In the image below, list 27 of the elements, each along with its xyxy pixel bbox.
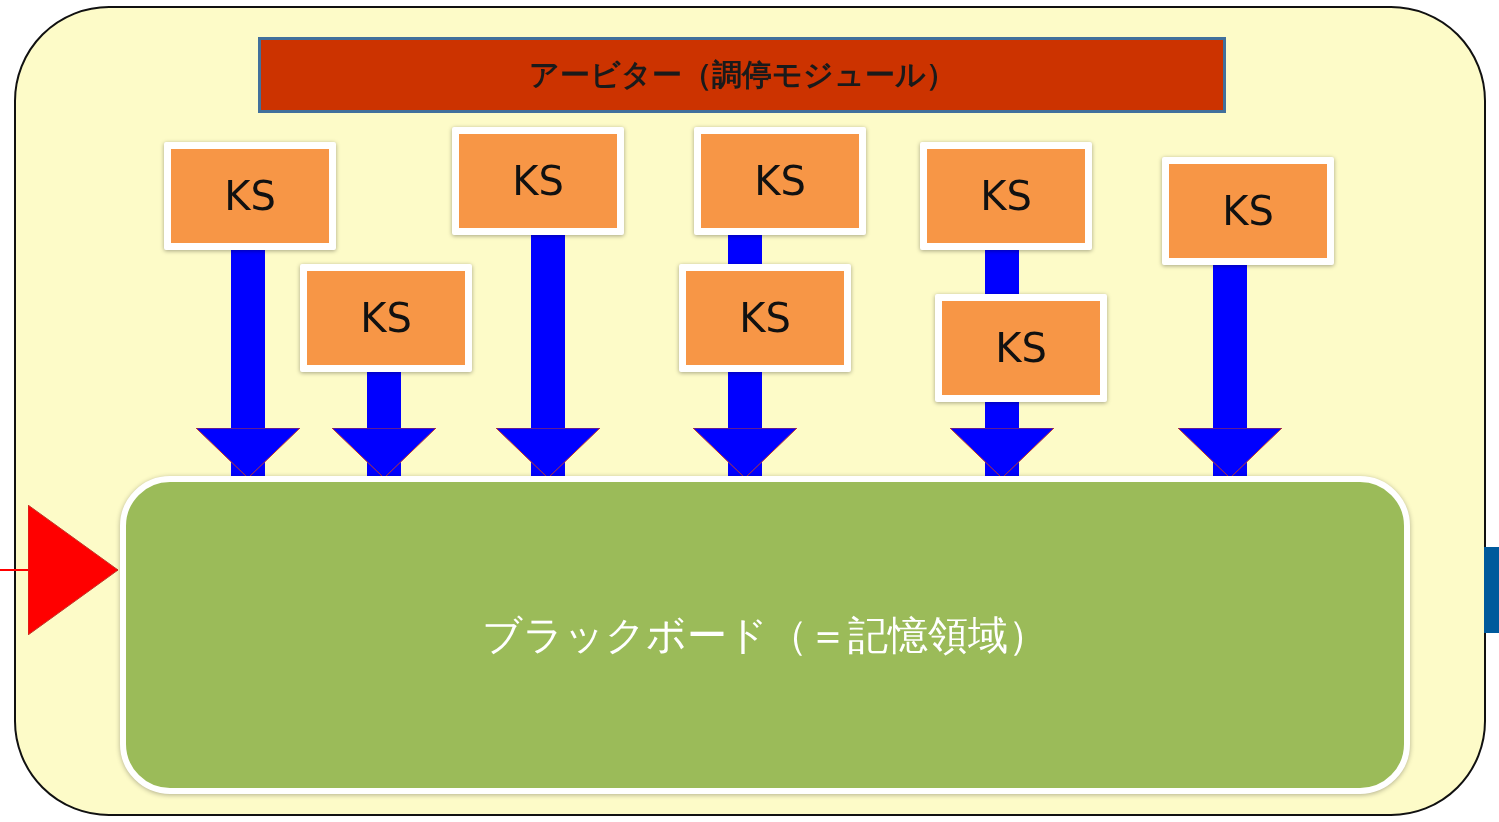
- blackboard-panel: [120, 476, 1410, 794]
- ks-box: [694, 127, 866, 235]
- block-arrow: [495, 233, 601, 479]
- ks-box: [935, 294, 1107, 402]
- ks-box: [452, 127, 624, 235]
- ks-label: KS: [739, 295, 791, 341]
- ks-label: KS: [980, 173, 1032, 219]
- ks-box: [300, 264, 472, 372]
- block-arrow: [195, 248, 301, 479]
- ks-label: KS: [1222, 188, 1274, 234]
- ks-box: [164, 142, 336, 250]
- block-arrow: [949, 400, 1055, 479]
- ks-label: KS: [224, 173, 276, 219]
- arbiter-label: アービター（調停モジュール）: [528, 55, 956, 94]
- ks-box: [920, 142, 1092, 250]
- ks-label: KS: [360, 295, 412, 341]
- ks-label: KS: [995, 325, 1047, 371]
- ks-label: KS: [754, 158, 806, 204]
- ks-box: [679, 264, 851, 372]
- ks-label: KS: [512, 158, 564, 204]
- ks-box: [1162, 157, 1334, 265]
- arbiter-bar: [258, 37, 1226, 113]
- blackboard-label: ブラックボード（＝記憶領域）: [482, 610, 1048, 660]
- block-arrow: [331, 370, 437, 479]
- block-arrow: [1177, 263, 1283, 479]
- block-arrow: [692, 370, 798, 479]
- triangle-arrow: [0, 504, 119, 636]
